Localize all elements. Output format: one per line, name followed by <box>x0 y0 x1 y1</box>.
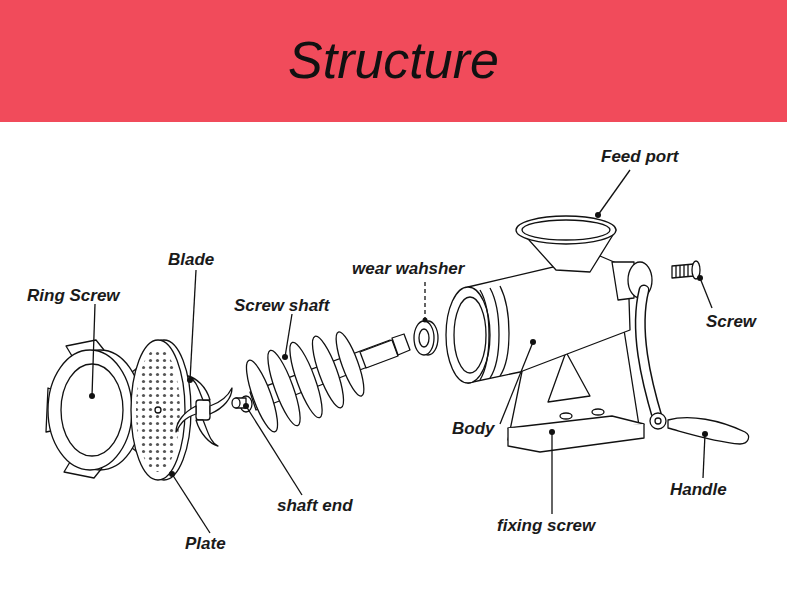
part-label: wear wahsher <box>352 259 464 279</box>
part-label: Screw <box>706 312 756 332</box>
part-label: Ring Screw <box>27 286 120 306</box>
handle-screw <box>672 261 700 279</box>
blade <box>176 376 232 446</box>
leader-lines <box>92 170 712 533</box>
part-label: shaft end <box>277 496 353 516</box>
page-title: Structure <box>0 30 787 90</box>
part-label: Handle <box>670 480 727 500</box>
screw-shaft <box>232 329 410 434</box>
grinder-body <box>446 216 652 452</box>
ring-screw <box>46 340 144 478</box>
leader-dots <box>89 212 708 477</box>
part-label: Blade <box>168 250 214 270</box>
wear-washer <box>414 321 438 355</box>
part-label: Plate <box>185 534 226 554</box>
part-label: fixing screw <box>497 516 595 536</box>
part-label: Screw shaft <box>234 296 329 316</box>
cutting-plate <box>131 340 191 480</box>
part-label: Body <box>452 419 495 439</box>
part-label: Feed port <box>601 147 678 167</box>
